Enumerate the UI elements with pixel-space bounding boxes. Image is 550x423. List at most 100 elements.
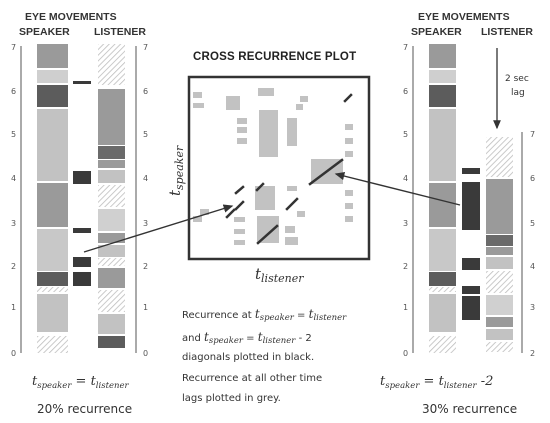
listener-segment: [98, 160, 125, 168]
speaker-segment: [37, 85, 68, 107]
axis-tick: 5: [143, 130, 148, 139]
speaker-segment: [37, 287, 68, 292]
speaker-segment: [37, 44, 68, 68]
connector-arrows: [83, 171, 461, 253]
axis-tick: 7: [11, 43, 16, 52]
lag-label-line2: lag: [511, 88, 525, 98]
grey-block: [193, 216, 202, 222]
lag-label-line1: 2 sec: [505, 74, 529, 84]
desc-line-3: diagonals plotted in black.: [182, 352, 314, 363]
grey-block: [234, 229, 245, 234]
left-axis-ticks-right: 0 1 2 3 4 5 6 7: [143, 43, 148, 358]
speaker-segment: [429, 70, 456, 83]
speaker-segment: [37, 229, 68, 271]
axis-tick: 6: [403, 87, 408, 96]
diagonal-line: [256, 224, 279, 245]
grey-block: [255, 186, 275, 210]
grey-block: [259, 110, 278, 157]
speaker-segment: [429, 183, 456, 227]
axis-tick: 7: [143, 43, 148, 52]
listener-segment: [486, 295, 513, 315]
black-marker: [73, 228, 91, 233]
grey-block: [257, 216, 279, 243]
listener-segment: [98, 146, 125, 159]
right-speaker-ticks: 0 1 2 3 4 5 6 7: [403, 43, 408, 358]
speaker-segment: [37, 70, 68, 83]
grey-block: [237, 138, 247, 144]
axis-tick: 4: [403, 174, 408, 183]
listener-segment: [98, 314, 125, 334]
grey-block: [234, 217, 245, 222]
diagonal-line: [234, 185, 245, 195]
left-listener-column: [98, 44, 125, 348]
grey-block: [237, 118, 247, 124]
left-axis-ticks: 0 1 2 3 4 5 6 7: [11, 43, 16, 358]
listener-segment: [98, 89, 125, 145]
grey-block: [296, 104, 303, 110]
diagonal-line: [285, 197, 299, 211]
axis-tick: 5: [11, 130, 16, 139]
grey-block: [287, 118, 297, 146]
right-black-markers: [462, 168, 480, 320]
listener-segment: [98, 185, 125, 207]
axis-tick: 3: [403, 219, 408, 228]
left-recurrence: 20% recurrence: [37, 402, 132, 416]
speaker-segment: [429, 294, 456, 332]
grey-block: [300, 96, 308, 102]
right-listener-column: [486, 137, 513, 352]
axis-tick: 2: [403, 262, 408, 271]
grey-block: [345, 216, 353, 222]
left-speaker-column: [37, 44, 68, 353]
speaker-segment: [37, 294, 68, 332]
desc-line-2: and tspeaker = tlistener - 2: [182, 330, 312, 346]
crp-description: Recurrence at tspeaker = tlistener and t…: [182, 307, 347, 404]
axis-tick: 3: [530, 303, 535, 312]
axis-tick: 5: [530, 219, 535, 228]
axis-tick: 7: [403, 43, 408, 52]
black-marker: [73, 272, 91, 286]
desc-line-1: Recurrence at tspeaker = tlistener: [182, 307, 347, 323]
listener-segment: [98, 336, 125, 348]
speaker-segment: [429, 287, 456, 292]
speaker-segment: [429, 229, 456, 271]
grey-block: [226, 96, 240, 110]
axis-tick: 5: [403, 130, 408, 139]
grey-block: [237, 127, 247, 133]
axis-tick: 3: [11, 219, 16, 228]
crp-title: CROSS RECURRENCE PLOT: [193, 51, 356, 63]
axis-tick: 0: [11, 349, 16, 358]
right-equation: tspeaker = tlistener -2: [380, 374, 493, 391]
axis-tick: 1: [143, 303, 148, 312]
left-panel: EYE MOVEMENTS SPEAKER LISTENER 0 1 2 3 4…: [11, 11, 148, 416]
grey-block: [285, 226, 295, 233]
listener-segment: [486, 329, 513, 340]
desc-line-4: Recurrence at all other time: [182, 373, 322, 384]
grey-block: [200, 209, 209, 215]
right-recurrence: 30% recurrence: [422, 402, 517, 416]
crp-x-label: tlistener: [255, 265, 304, 285]
speaker-segment: [429, 85, 456, 107]
axis-tick: 0: [143, 349, 148, 358]
left-header-listener: LISTENER: [94, 26, 146, 38]
diagonal-line: [308, 158, 344, 186]
black-marker: [73, 81, 91, 84]
grey-block: [193, 103, 204, 108]
axis-tick: 4: [11, 174, 16, 183]
crp-y-label: tspeaker: [166, 145, 186, 196]
grey-block: [345, 151, 353, 157]
axis-tick: 1: [403, 303, 408, 312]
listener-segment: [98, 268, 125, 288]
grey-block: [193, 92, 202, 98]
grey-block: [297, 211, 305, 217]
diagonal-line: [343, 93, 353, 103]
center-panel: CROSS RECURRENCE PLOT: [166, 51, 371, 404]
speaker-segment: [37, 183, 68, 227]
listener-segment: [486, 271, 513, 293]
left-header-title: EYE MOVEMENTS: [25, 11, 117, 23]
grey-block: [258, 88, 274, 96]
left-header-speaker: SPEAKER: [19, 26, 70, 38]
listener-segment: [98, 170, 125, 183]
axis-tick: 3: [143, 219, 148, 228]
speaker-segment: [37, 272, 68, 286]
